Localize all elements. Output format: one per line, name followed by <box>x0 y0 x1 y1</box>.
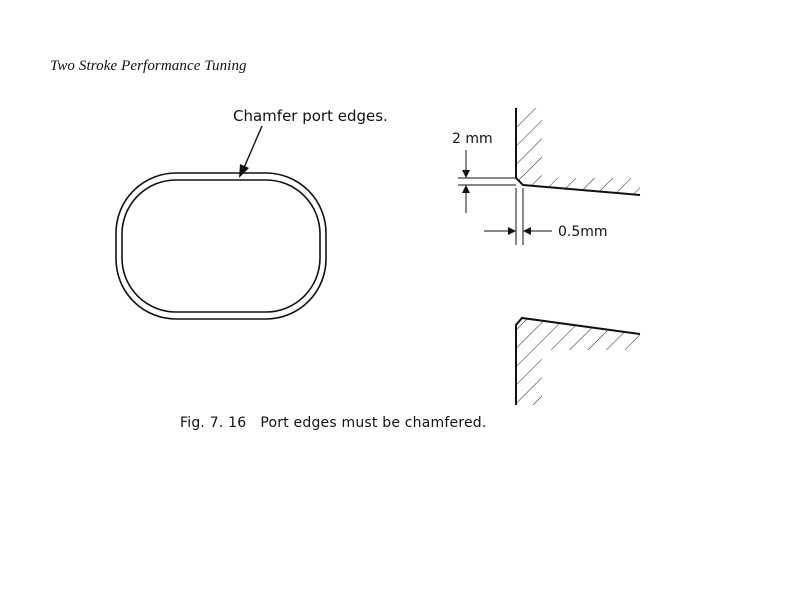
height-dimension <box>458 150 516 213</box>
width-dimension-label: 0.5mm <box>558 224 608 240</box>
book-title: Two Stroke Performance Tuning <box>50 58 247 74</box>
lower-wall-section <box>515 316 641 405</box>
figure-caption: Fig. 7. 16 Port edges must be chamfered. <box>180 415 487 431</box>
height-dimension-label: 2 mm <box>452 131 493 147</box>
figure-caption-text: Port edges must be chamfered. <box>260 415 487 431</box>
figure-number: Fig. 7. 16 <box>180 415 247 431</box>
label-leader-arrow <box>239 125 263 178</box>
upper-wall-section <box>515 108 641 196</box>
width-dimension <box>484 188 552 245</box>
port-edge-label: Chamfer port edges. <box>233 107 388 125</box>
port-outline <box>115 172 327 320</box>
